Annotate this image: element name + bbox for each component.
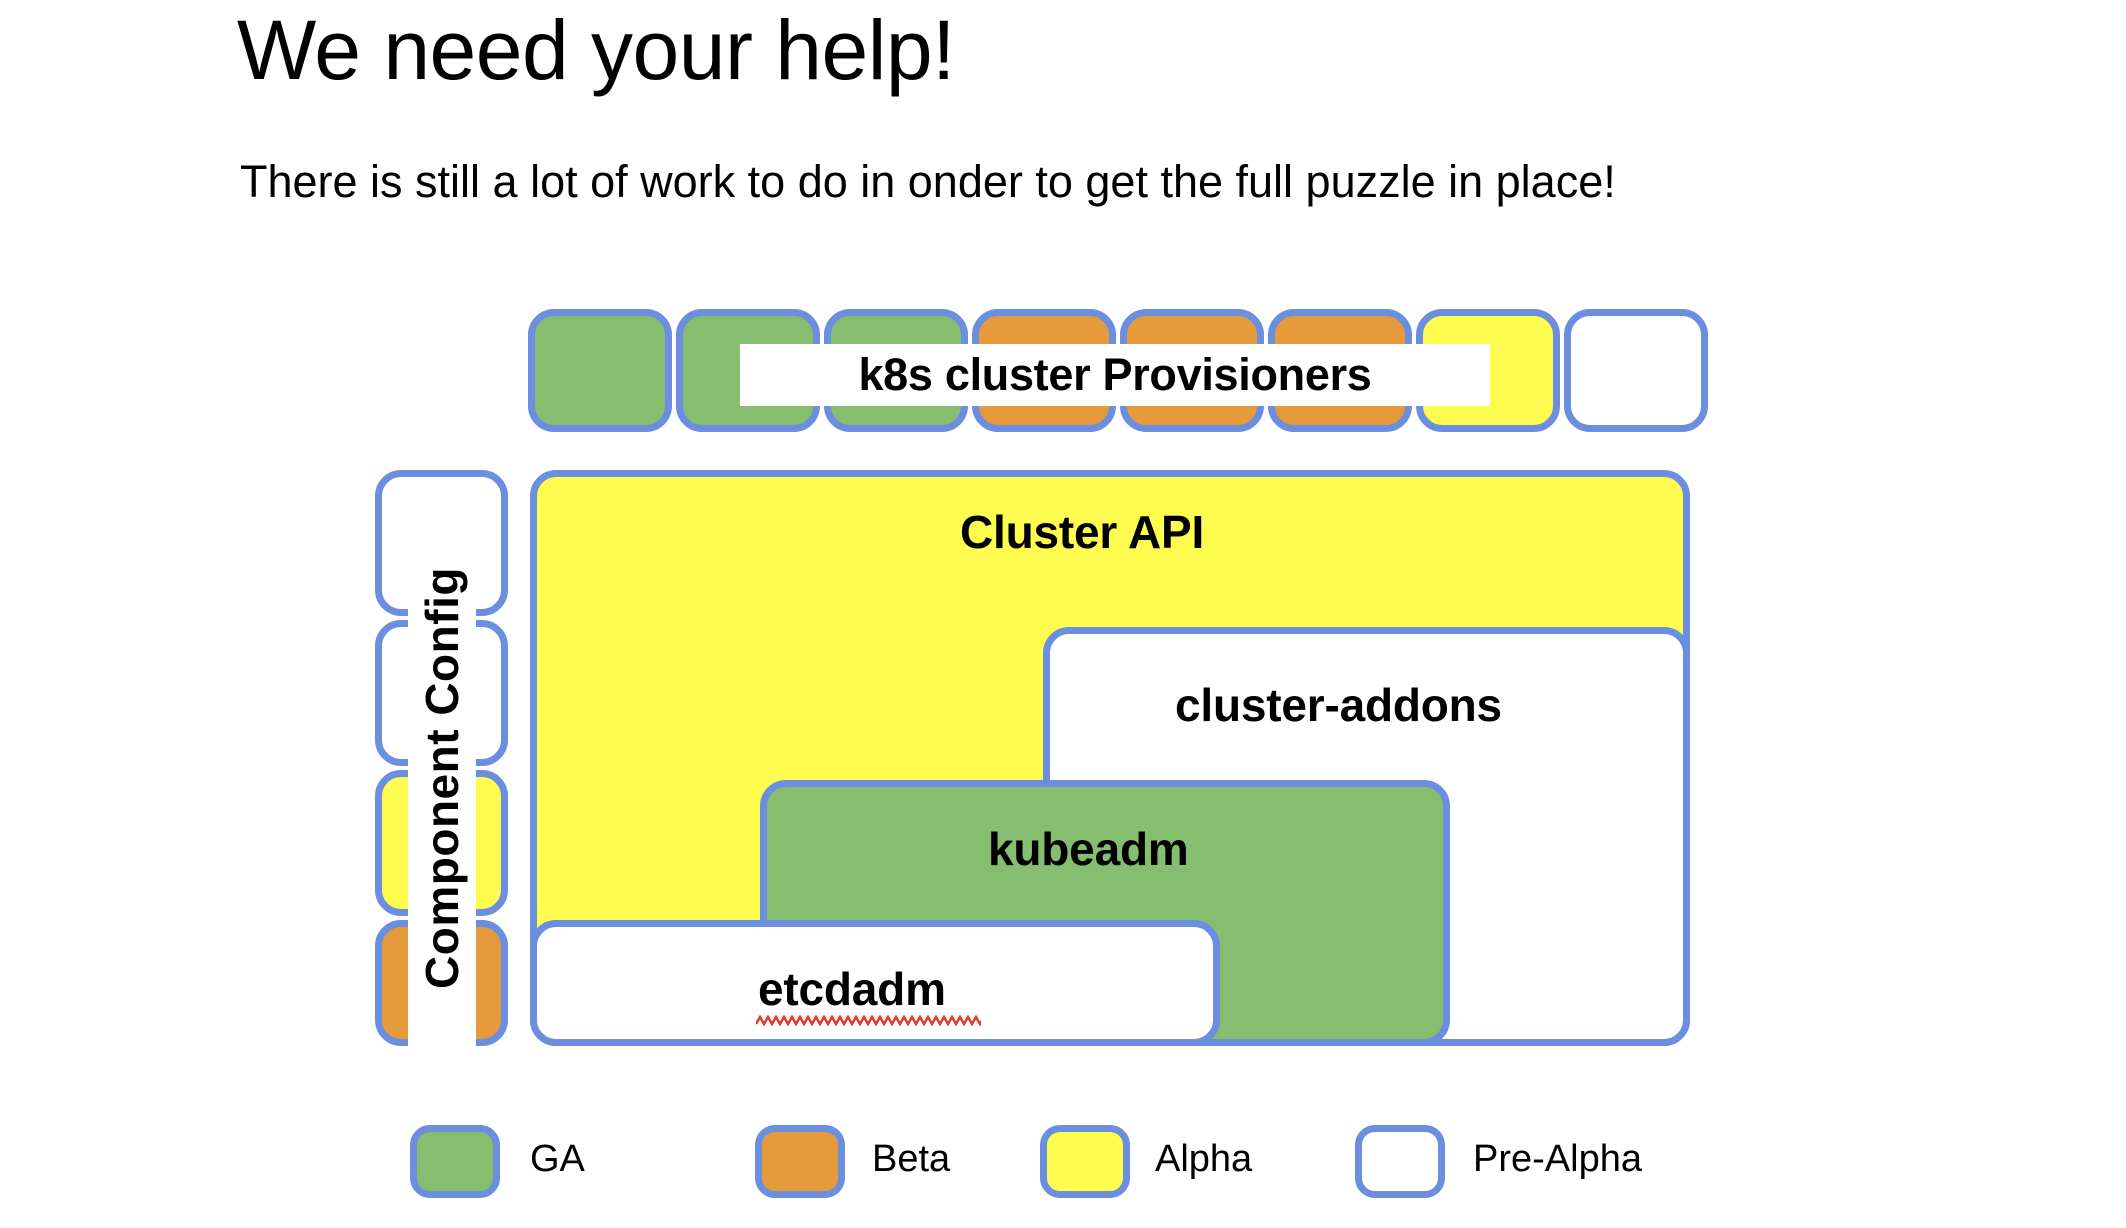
nested-box-label-kubeadm: kubeadm <box>988 823 1189 875</box>
provisioner-box-8 <box>1564 309 1708 432</box>
legend-swatch-alpha <box>1040 1125 1130 1198</box>
component-config-label: Component Config <box>408 498 476 1058</box>
legend-label-beta: Beta <box>872 1138 951 1180</box>
legend-swatch-pre-alpha <box>1355 1125 1445 1198</box>
legend-label-ga: GA <box>530 1138 585 1180</box>
legend-swatch-ga <box>410 1125 500 1198</box>
nested-box-etcdadm <box>530 920 1220 1046</box>
nested-box-label-etcdadm: etcdadm <box>758 963 946 1015</box>
provisioner-box-1 <box>528 309 672 432</box>
component-config-label-text: Component Config <box>416 567 469 989</box>
legend-label-alpha: Alpha <box>1155 1138 1253 1180</box>
legend-label-pre-alpha: Pre-Alpha <box>1473 1138 1642 1180</box>
page-title: We need your help! <box>237 3 955 97</box>
page-subtitle: There is still a lot of work to do in on… <box>240 156 1616 207</box>
nested-box-label-cluster-api: Cluster API <box>960 506 1205 558</box>
legend-swatch-beta <box>755 1125 845 1198</box>
nested-box-label-cluster-addons: cluster-addons <box>1175 679 1502 731</box>
provisioner-row-label: k8s cluster Provisioners <box>740 344 1490 406</box>
